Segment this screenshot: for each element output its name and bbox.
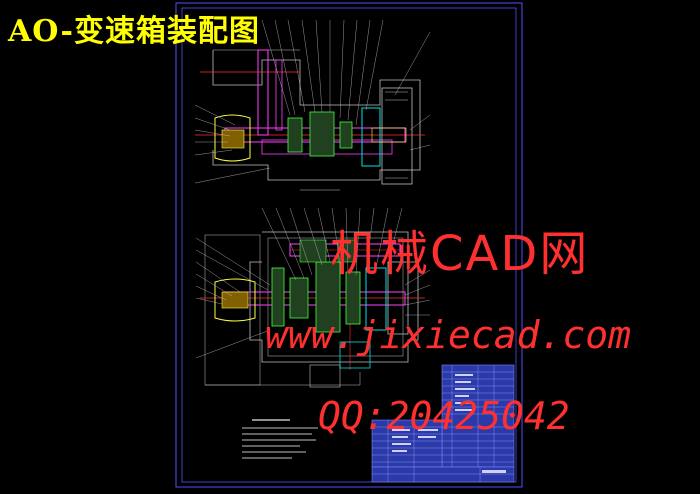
sheet-border-inner (181, 7, 517, 483)
drawing-title: AO-变速箱装配图 (8, 14, 260, 49)
upper-section-view (194, 19, 431, 191)
lower-section-view (195, 207, 431, 388)
parts-list-table (371, 364, 515, 483)
watermark-url: www.jixiecad.com (265, 313, 632, 357)
sheet-border-outer (175, 2, 523, 488)
technical-notes-block (242, 419, 318, 459)
watermark-site-name: 机械CAD网 (330, 226, 590, 282)
watermark-qq: QQ:20425042 (318, 394, 570, 438)
